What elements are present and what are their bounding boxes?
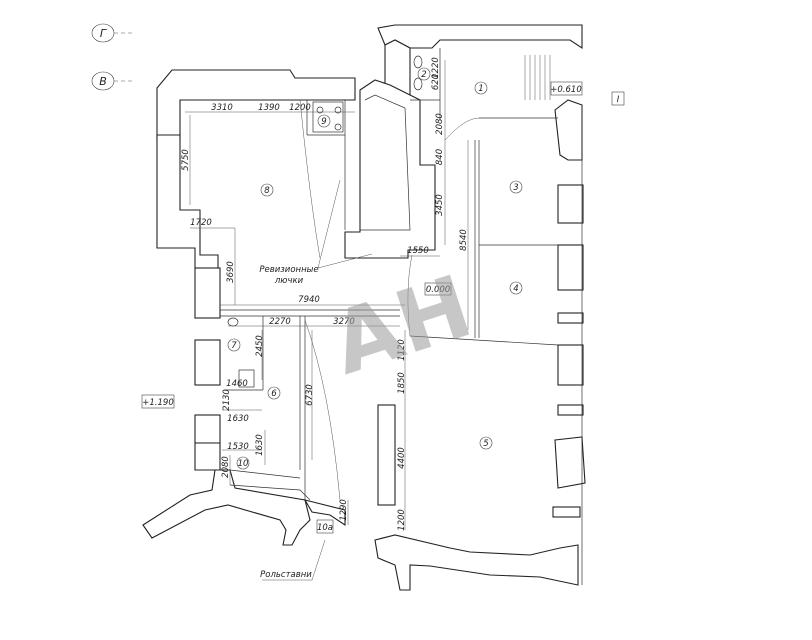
dim-1530: 1530 [227,442,249,452]
dim-1290: 1290 [339,499,349,521]
walls [142,24,586,591]
room-10-marker: 10 [236,456,250,470]
room-9-marker: 9 [317,114,331,128]
dim-2130: 2130 [222,389,232,411]
room-7-marker: 7 [227,338,241,352]
svg-text:5: 5 [483,439,488,449]
axis-marker-g: Г [91,23,132,43]
sanitary-fixtures [227,55,423,388]
dim-1850: 1850 [397,372,407,394]
svg-text:7: 7 [231,341,237,351]
axis-g-label: Г [100,27,107,40]
room-5-marker: 5 [479,436,493,450]
room-10a-marker: 10а [316,519,334,534]
dim-1200b: 1200 [397,509,407,531]
svg-text:10: 10 [238,459,249,469]
room-1-marker: 1 [474,81,488,95]
dim-1460: 1460 [226,379,248,389]
dim-7940: 7940 [298,295,320,305]
svg-text:1: 1 [478,84,483,94]
dimension-labels: 3310 1390 1200 5750 1720 3690 7940 2270 … [181,57,469,531]
dim-3310: 3310 [211,103,233,113]
dim-2270: 2270 [269,317,291,327]
note-revision-line1: Ревизионные [259,265,318,275]
svg-text:10а: 10а [317,523,333,533]
dim-1720: 1720 [190,218,212,228]
floor-level: 0.000 [426,285,450,295]
stairs [524,55,551,100]
svg-text:3: 3 [513,183,518,193]
dim-5750: 5750 [181,149,191,171]
dim-620: 620 [431,74,441,90]
dim-6730: 6730 [305,384,315,406]
note-revision-line2: лючки [274,276,304,286]
svg-text:8: 8 [264,186,270,196]
dim-2080b: 2080 [435,113,445,135]
dim-4400: 4400 [397,447,407,469]
room-2-marker: 2 [417,67,431,81]
dim-1630a: 1630 [227,414,249,424]
room-8-marker: 8 [260,183,274,197]
dim-2080a: 2080 [221,456,231,478]
elevation-left: +1.190 [142,398,173,408]
svg-text:6: 6 [271,389,277,399]
note-shutters: Рольставни [260,570,312,580]
dim-840: 840 [435,149,445,165]
dimension-lines [185,60,469,530]
dim-1200a: 1200 [289,103,311,113]
watermark-logo: AH [321,257,484,395]
dim-2450: 2450 [255,335,265,357]
room-3-marker: 3 [509,180,523,194]
axis-v-label: В [99,75,107,88]
elevation-top: +0.610 [550,85,581,95]
room-4-marker: 4 [509,281,523,295]
dim-3690: 3690 [226,261,236,283]
room-6-marker: 6 [267,386,281,400]
sheet-mark: I [617,95,620,105]
dim-3270: 3270 [333,317,355,327]
elevation-marks: +0.610 +1.190 0.000 I [141,81,625,409]
dim-1550: 1550 [407,246,429,256]
dim-1220: 1220 [431,57,441,79]
annotations: Ревизионные лючки Рольставни [259,179,373,581]
room-numbers: 1 2 3 4 5 6 7 8 9 10 10а [227,67,523,534]
dim-1390: 1390 [258,103,280,113]
axis-marker-v: В [91,71,132,91]
svg-text:2: 2 [421,70,426,80]
dim-3450: 3450 [435,194,445,216]
dim-1630b: 1630 [255,434,265,456]
svg-text:4: 4 [513,284,518,294]
dim-1120: 1120 [397,339,407,361]
svg-text:9: 9 [321,117,326,127]
dim-8540: 8540 [459,229,469,251]
